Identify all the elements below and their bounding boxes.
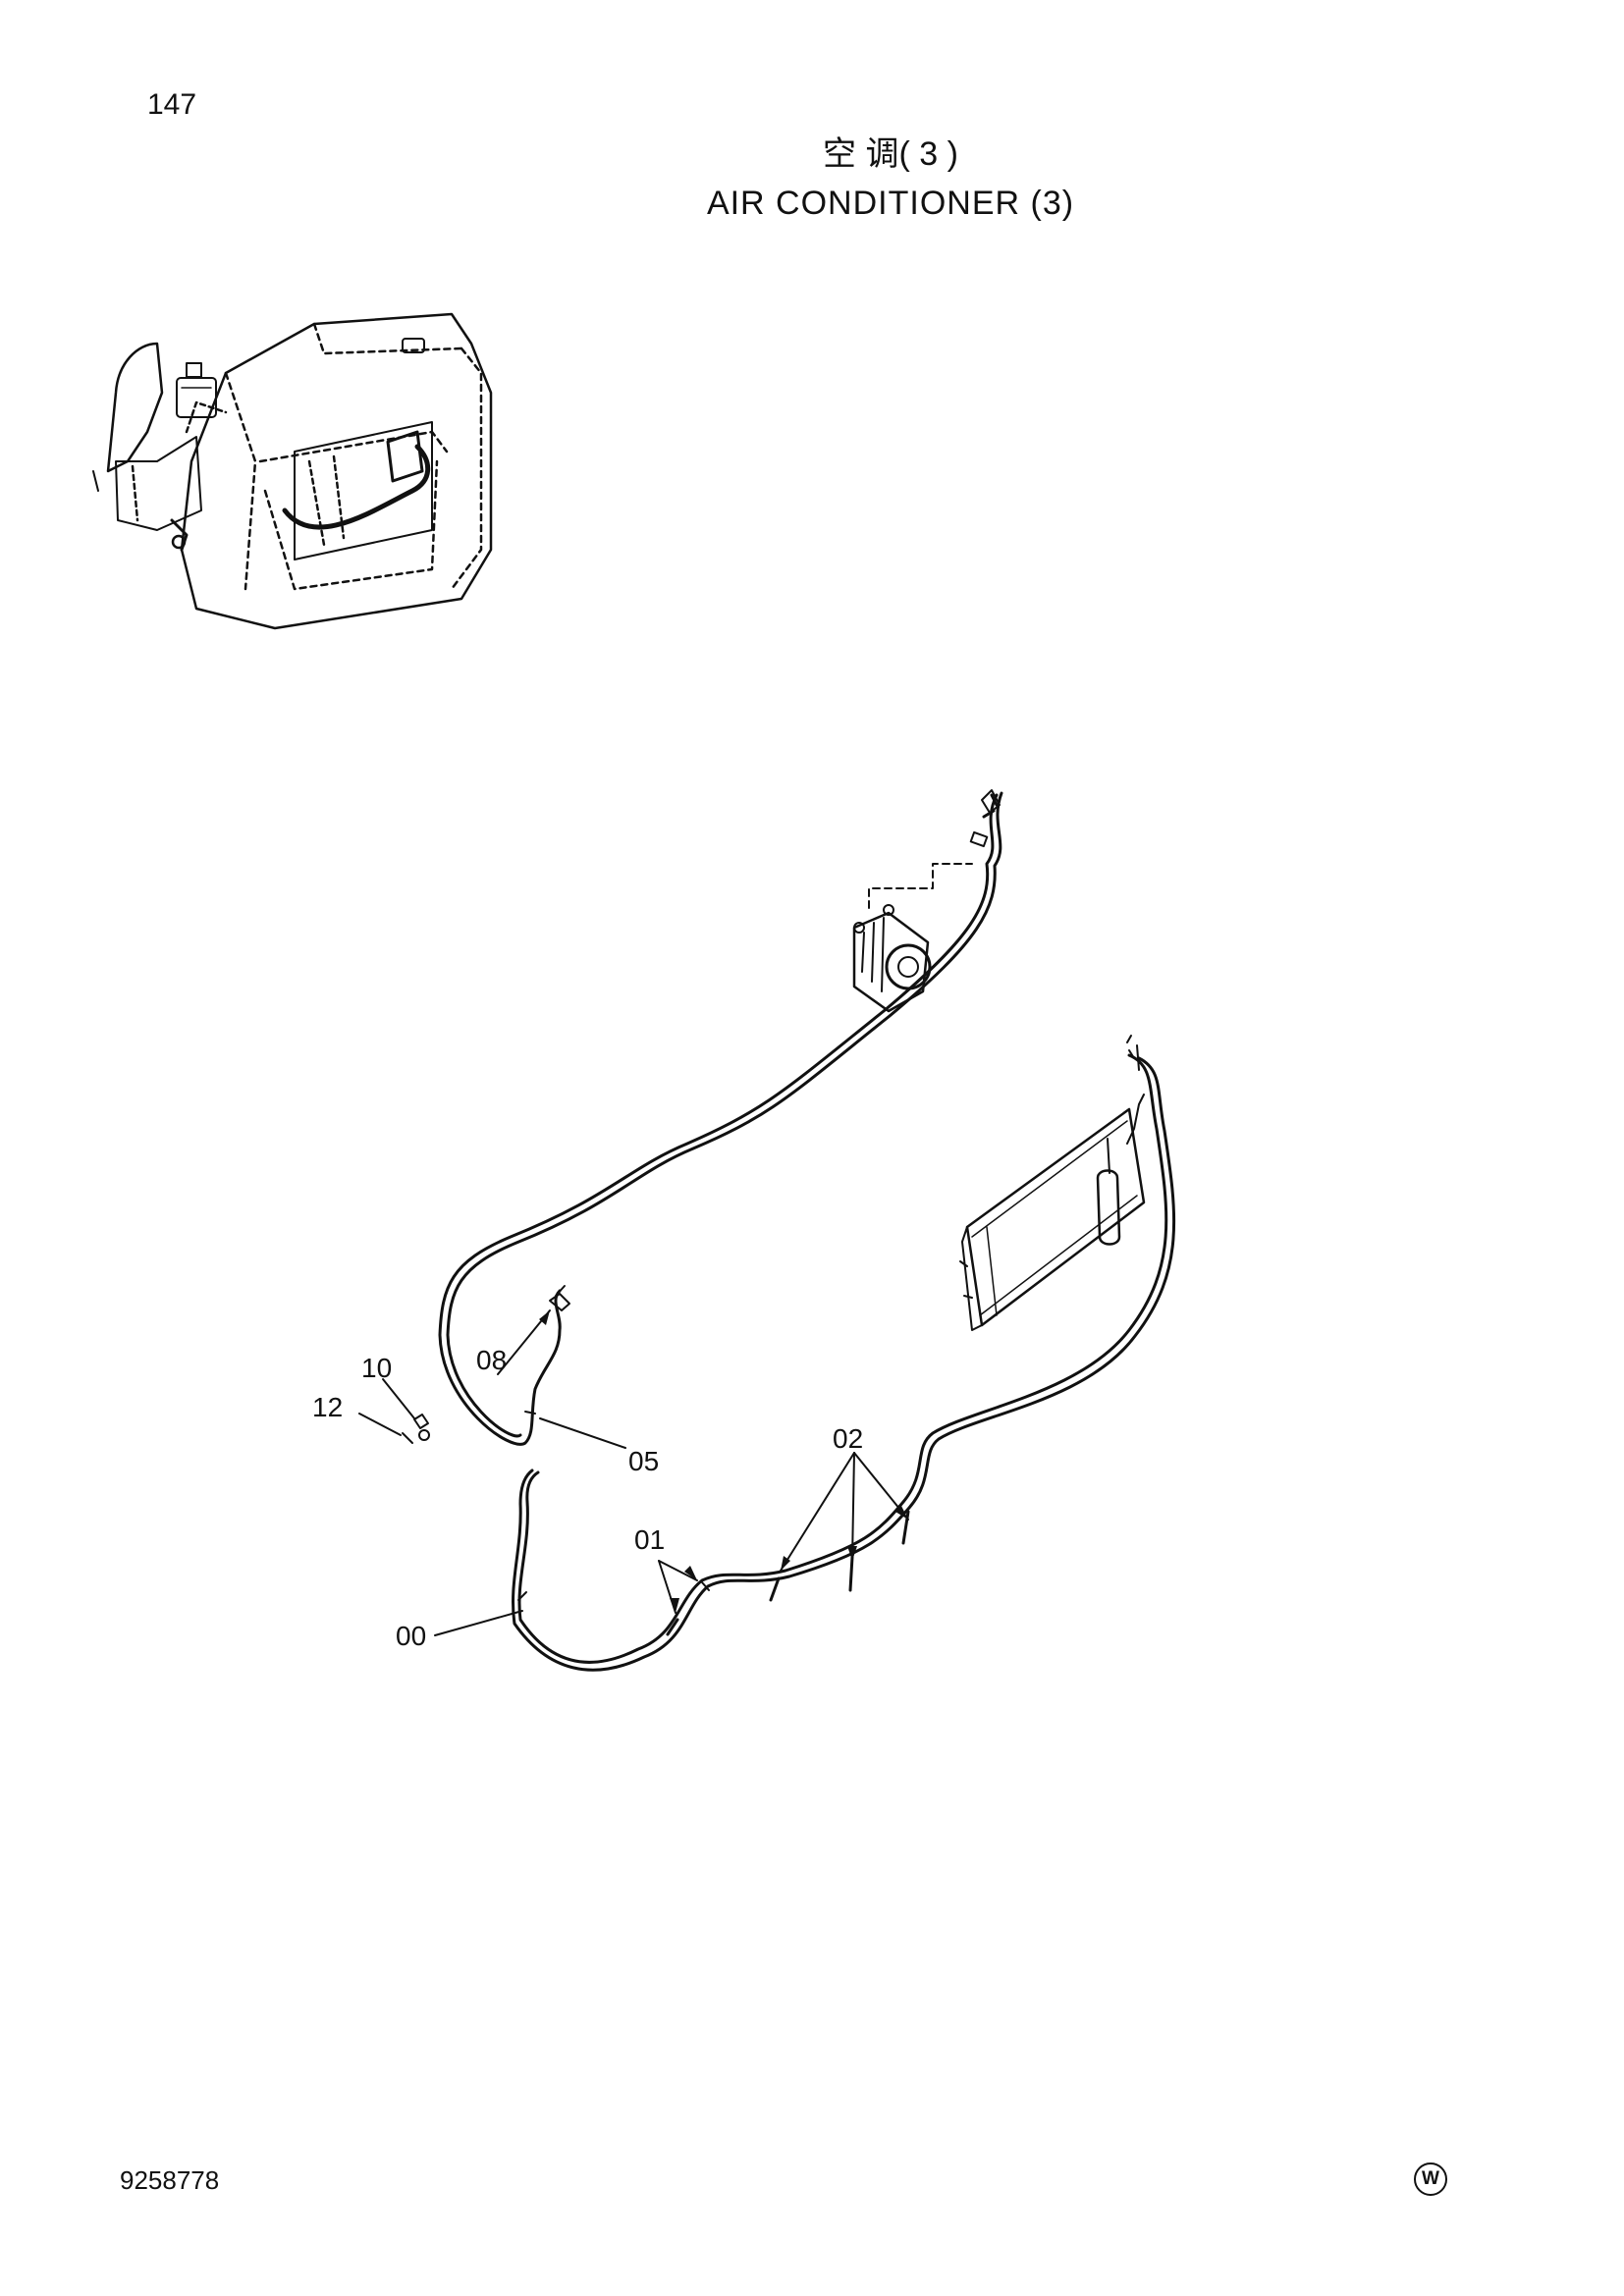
callout-05: 05 (628, 1446, 660, 1476)
leader-arrowheads (539, 1310, 908, 1613)
w-circle-mark: W (1414, 2163, 1447, 2196)
condenser-illustration (959, 1035, 1146, 1331)
callout-02: 02 (833, 1423, 864, 1454)
callout-01: 01 (634, 1524, 666, 1555)
callout-00: 00 (396, 1621, 427, 1651)
clamp-10-bolt-12 (402, 1414, 430, 1444)
document-id: 9258778 (120, 2165, 220, 2195)
callout-12: 12 (312, 1392, 344, 1422)
page-number: 147 (147, 88, 197, 121)
machine-overview-illustration (92, 312, 493, 630)
callout-08: 08 (476, 1345, 508, 1375)
connector-08 (549, 1285, 570, 1311)
callout-10: 10 (361, 1353, 393, 1383)
compressor-illustration (852, 863, 973, 1013)
title-chinese: 空 调( 3 ) (823, 135, 958, 173)
title-english: AIR CONDITIONER (3) (706, 185, 1075, 222)
hose-05 (438, 789, 1003, 1446)
